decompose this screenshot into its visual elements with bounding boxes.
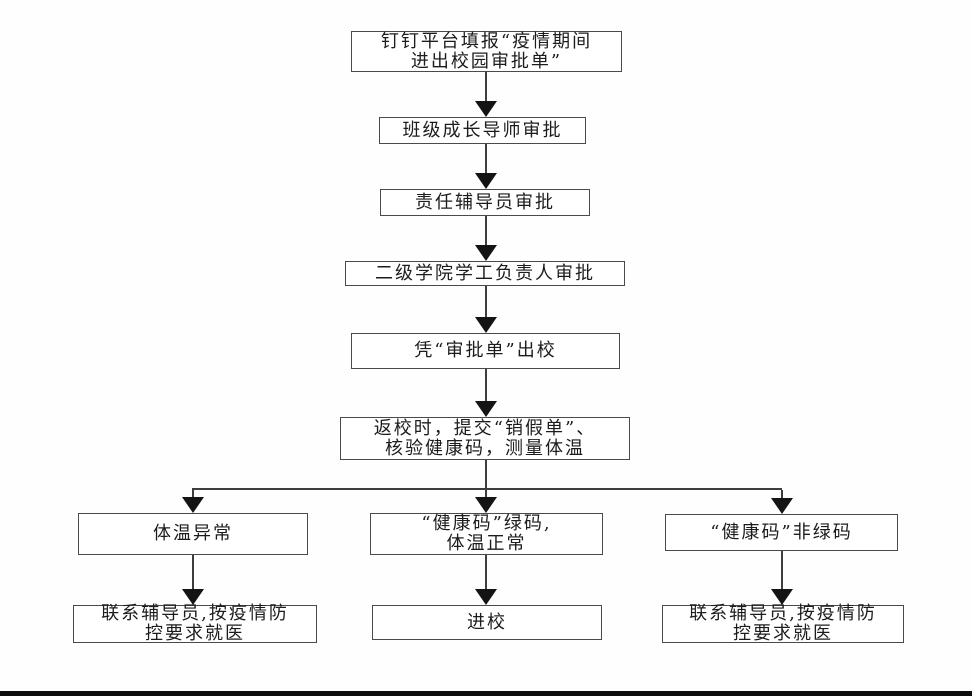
node-temperature-abnormal: 体温异常	[78, 513, 308, 555]
arrowhead-n2-n3-down-arrow-icon	[475, 173, 497, 189]
connector-n2-n3-line	[485, 144, 487, 174]
arrowhead-n8-down-arrow-icon	[475, 497, 497, 513]
node-green-code-normal-temp: “健康码”绿码, 体温正常	[370, 513, 603, 555]
connector-rail-n8-line	[485, 490, 487, 498]
node-class-mentor-approval: 班级成长导师审批	[379, 117, 586, 144]
node-dingtalk-application: 钉钉平台填报“疫情期间 进出校园审批单”	[351, 31, 622, 72]
node-counselor-approval: 责任辅导员审批	[380, 189, 590, 216]
node-contact-counselor-left: 联系辅导员,按疫情防 控要求就医	[73, 604, 317, 644]
arrowhead-n3-n4-down-arrow-icon	[475, 245, 497, 261]
connector-n8-n11-line	[485, 555, 487, 590]
connector-n3-n4-line	[485, 216, 487, 246]
connector-n4-n5-line	[485, 286, 487, 318]
node-enter-school: 进校	[372, 605, 602, 640]
connector-n7-n10-line	[192, 555, 194, 590]
arrowhead-n7-n10-down-arrow-icon	[182, 589, 204, 605]
arrowhead-n1-n2-down-arrow-icon	[475, 101, 497, 117]
arrowhead-n9-down-arrow-icon	[771, 498, 793, 514]
node-non-green-code: “健康码”非绿码	[665, 514, 898, 551]
node-exit-with-approval-slip: 凭“审批单”出校	[351, 333, 620, 369]
arrowhead-n9-n12-down-arrow-icon	[771, 589, 793, 605]
connector-n5-n6-line	[485, 369, 487, 402]
node-contact-counselor-right: 联系辅导员,按疫情防 控要求就医	[662, 604, 904, 644]
connector-n1-n2-line	[485, 72, 487, 102]
bottom-border-line	[0, 691, 972, 696]
arrowhead-n5-n6-down-arrow-icon	[475, 401, 497, 417]
connector-n6-stem-line	[485, 460, 487, 489]
connector-rail-n7-line	[192, 490, 194, 498]
branch-rail-line	[192, 488, 782, 490]
arrowhead-n4-n5-down-arrow-icon	[475, 317, 497, 333]
connector-rail-n9-line	[781, 490, 783, 498]
arrowhead-n8-n11-down-arrow-icon	[475, 589, 497, 605]
arrowhead-n7-down-arrow-icon	[182, 497, 204, 513]
node-return-check: 返校时，提交“销假单”、 核验健康码，测量体温	[340, 417, 630, 460]
node-college-leader-approval: 二级学院学工负责人审批	[345, 261, 625, 286]
connector-n9-n12-line	[781, 551, 783, 590]
